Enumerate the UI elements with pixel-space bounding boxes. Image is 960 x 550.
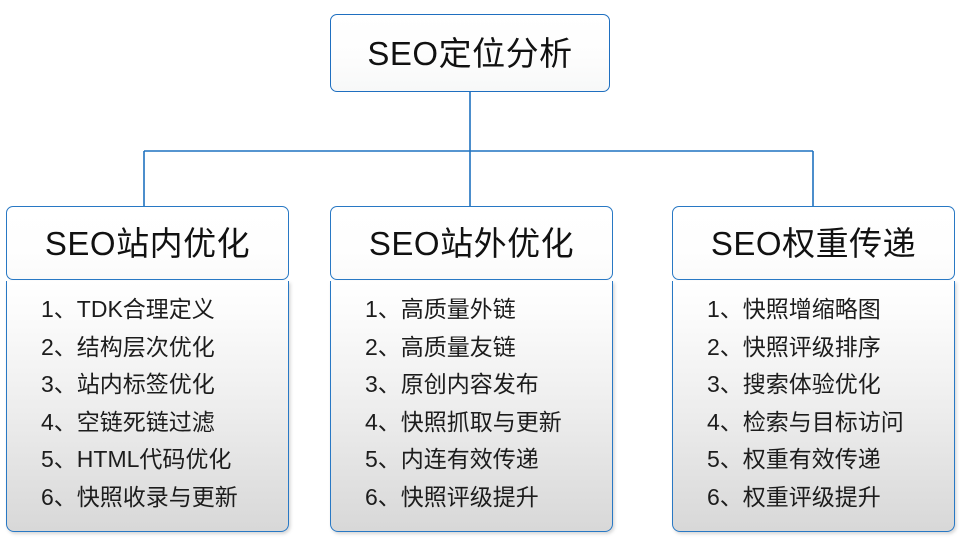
- list-item: 6、快照收录与更新: [41, 483, 238, 510]
- root-node-label: SEO定位分析: [367, 34, 573, 72]
- branch-seo-offsite: SEO站外优化 1、高质量外链 2、高质量友链 3、原创内容发布 4、快照抓取与…: [330, 206, 613, 532]
- list-item: 2、快照评级排序: [707, 333, 881, 360]
- branch-header-2[interactable]: SEO站外优化: [330, 206, 613, 280]
- branch-title-2: SEO站外优化: [368, 224, 575, 262]
- list-item: 3、原创内容发布: [365, 371, 539, 397]
- branch-header-3[interactable]: SEO权重传递: [672, 206, 955, 280]
- list-item: 1、TDK合理定义: [41, 296, 215, 322]
- list-item: 2、高质量友链: [365, 333, 516, 360]
- list-item: 4、检索与目标访问: [707, 408, 904, 435]
- list-item: 5、权重有效传递: [707, 446, 881, 472]
- branch-seo-onsite: SEO站内优化 1、TDK合理定义 2、结构层次优化 3、站内标签优化 4、空链…: [6, 206, 289, 532]
- list-item: 6、快照评级提升: [365, 483, 539, 510]
- branch-list-3: 1、快照增缩略图 2、快照评级排序 3、搜索体验优化 4、检索与目标访问 5、权…: [673, 291, 954, 516]
- list-item: 1、快照增缩略图: [707, 296, 881, 322]
- branch-list-1: 1、TDK合理定义 2、结构层次优化 3、站内标签优化 4、空链死链过滤 5、H…: [7, 291, 288, 516]
- branch-header-1[interactable]: SEO站内优化: [6, 206, 289, 280]
- list-item: 5、内连有效传递: [365, 446, 539, 472]
- branch-title-3: SEO权重传递: [710, 224, 917, 262]
- list-item: 1、高质量外链: [365, 296, 516, 322]
- list-item: 2、结构层次优化: [41, 333, 215, 360]
- list-item: 6、权重评级提升: [707, 483, 881, 510]
- list-item: 3、站内标签优化: [41, 371, 215, 397]
- root-node[interactable]: SEO定位分析: [330, 14, 610, 92]
- branch-title-1: SEO站内优化: [44, 224, 251, 262]
- branch-body-3: 1、快照增缩略图 2、快照评级排序 3、搜索体验优化 4、检索与目标访问 5、权…: [672, 281, 955, 532]
- list-item: 5、HTML代码优化: [41, 446, 232, 472]
- branch-body-1: 1、TDK合理定义 2、结构层次优化 3、站内标签优化 4、空链死链过滤 5、H…: [6, 281, 289, 532]
- list-item: 4、快照抓取与更新: [365, 408, 562, 435]
- list-item: 3、搜索体验优化: [707, 371, 881, 397]
- branch-list-2: 1、高质量外链 2、高质量友链 3、原创内容发布 4、快照抓取与更新 5、内连有…: [331, 291, 612, 516]
- branch-seo-weight: SEO权重传递 1、快照增缩略图 2、快照评级排序 3、搜索体验优化 4、检索与…: [672, 206, 955, 532]
- branch-body-2: 1、高质量外链 2、高质量友链 3、原创内容发布 4、快照抓取与更新 5、内连有…: [330, 281, 613, 532]
- list-item: 4、空链死链过滤: [41, 408, 215, 435]
